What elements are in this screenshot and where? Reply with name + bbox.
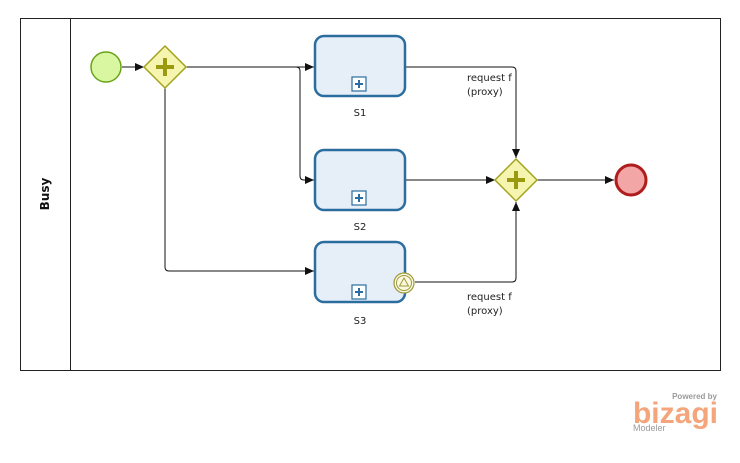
task-s3[interactable] [313,240,407,304]
subprocess-plus-icon [351,284,367,300]
end-event[interactable] [614,163,648,197]
product-text: Modeler [633,423,666,433]
flow-s3-event-to-join [415,202,520,283]
parallel-gateway-split[interactable] [142,44,188,90]
subprocess-plus-icon [351,190,367,206]
flow-split-to-s3 [164,88,314,275]
task-box [313,148,407,212]
boundary-event-inner [396,275,412,291]
gateway-plus-icon [507,171,525,189]
start-event[interactable] [90,51,122,83]
flow-label-bottom-line2: (proxy) [467,306,503,317]
signal-triangle-icon [398,276,410,287]
flow-label-top-line2: (proxy) [467,87,503,98]
task-box [313,34,407,98]
bizagi-logo: Powered by bizagi Modeler [633,392,718,433]
parallel-gateway-join[interactable] [493,157,539,203]
sequence-flows [122,63,614,283]
task-s2-label: S2 [354,222,367,233]
brand-wordmark: bizagi [633,397,718,430]
task-s3-label: S3 [354,316,367,327]
flow-label-bottom-line1: request f [467,292,512,303]
task-s2[interactable] [313,148,407,212]
task-s1[interactable] [313,34,407,98]
flow-split-to-s2 [295,66,314,184]
lane-label: Busy [38,177,52,210]
task-box [313,240,407,304]
boundary-signal-event[interactable] [393,272,415,294]
subprocess-plus-icon [351,76,367,92]
powered-by-text: Powered by [672,392,717,401]
flow-label-top-line1: request f [467,73,512,84]
task-s1-label: S1 [354,108,367,119]
gateway-plus-icon [156,58,174,76]
flow-s1-to-join [405,66,520,158]
